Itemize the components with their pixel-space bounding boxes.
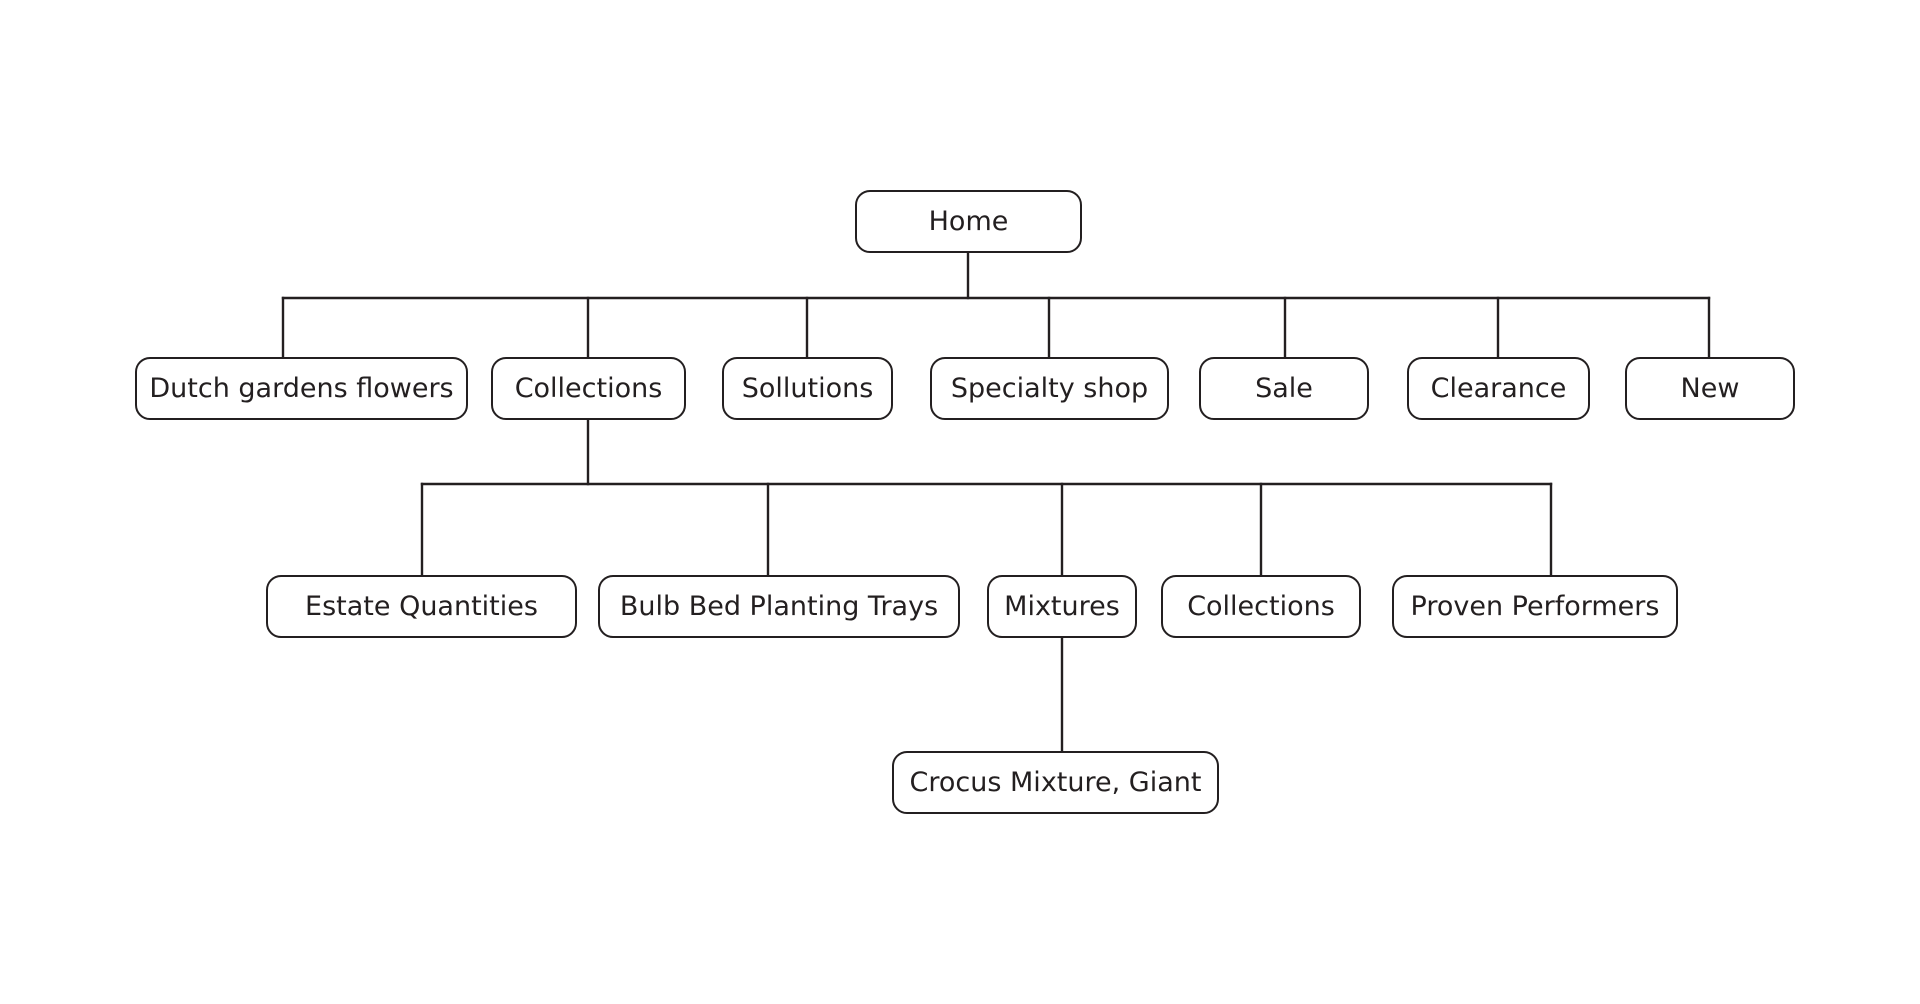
node-estate-quantities[interactable]: Estate Quantities [266,575,577,638]
node-label: New [1680,373,1740,404]
node-collections-sub[interactable]: Collections [1161,575,1361,638]
node-home-label: Home [928,206,1009,237]
node-sollutions[interactable]: Sollutions [722,357,893,420]
node-proven-performers[interactable]: Proven Performers [1392,575,1678,638]
node-clearance[interactable]: Clearance [1407,357,1590,420]
node-sale[interactable]: Sale [1199,357,1369,420]
node-crocus-mixture-giant[interactable]: Crocus Mixture, Giant [892,751,1219,814]
node-home[interactable]: Home [855,190,1082,253]
node-label: Estate Quantities [305,591,538,622]
node-specialty-shop[interactable]: Specialty shop [930,357,1169,420]
node-label: Specialty shop [950,373,1149,404]
node-label: Crocus Mixture, Giant [909,767,1202,798]
node-bulb-bed-planting-trays[interactable]: Bulb Bed Planting Trays [598,575,960,638]
node-label: Clearance [1430,373,1567,404]
node-label: Mixtures [1004,591,1120,622]
node-label: Dutch gardens flowers [149,373,454,404]
node-label: Collections [514,373,663,404]
node-label: Proven Performers [1410,591,1660,622]
node-label: Bulb Bed Planting Trays [619,591,939,622]
node-label: Sale [1255,373,1313,404]
node-label: Collections [1187,591,1335,622]
node-collections[interactable]: Collections [491,357,686,420]
node-label: Sollutions [741,373,874,404]
node-mixtures[interactable]: Mixtures [987,575,1137,638]
node-dutch-gardens-flowers[interactable]: Dutch gardens flowers [135,357,468,420]
node-new[interactable]: New [1625,357,1795,420]
